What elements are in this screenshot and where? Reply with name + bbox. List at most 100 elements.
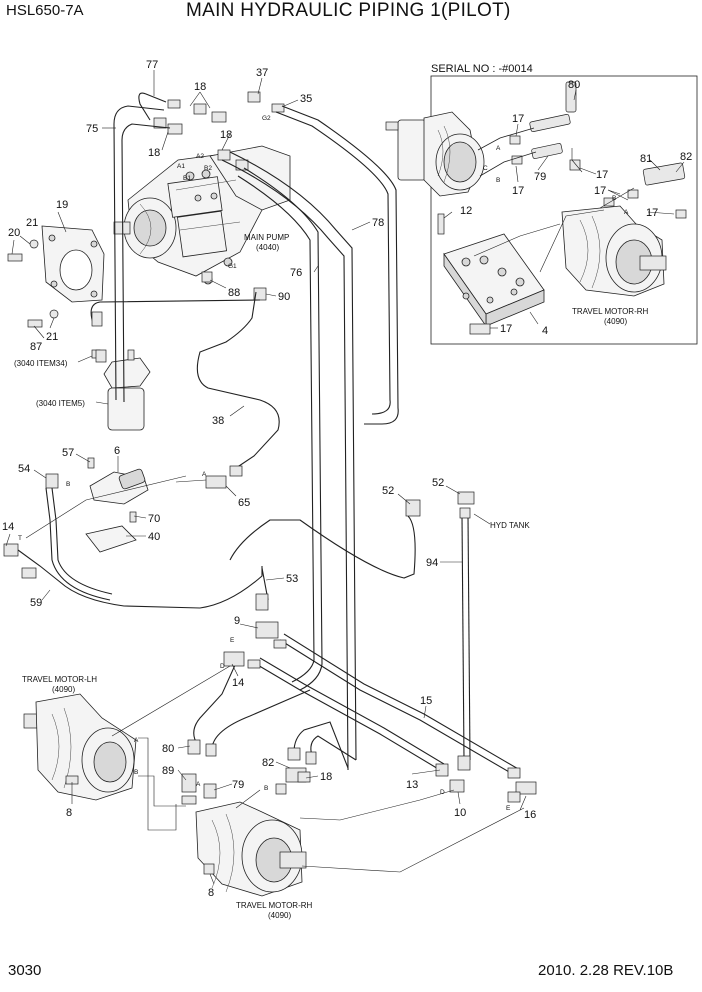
callout-12: 12 [460, 205, 472, 217]
item5-label: (3040 ITEM5) [36, 399, 85, 408]
callout-57: 57 [62, 447, 74, 459]
pump-fittings [153, 91, 285, 301]
rh-port-b: B [264, 785, 268, 792]
washer-21b [49, 309, 59, 319]
pipe-fittings [3, 311, 537, 805]
hyd-tank-label: HYD TANK [490, 521, 530, 530]
inset-port-a: A [496, 145, 501, 152]
callout-79a: 79 [232, 779, 244, 791]
inset-hose-b [479, 151, 537, 177]
callout-17a: 17 [512, 113, 524, 125]
travel-motor-rh [195, 801, 307, 897]
rh-lead-to-79 [235, 789, 261, 809]
inset-manifold-block [437, 213, 545, 335]
valve-drain-line [25, 475, 187, 539]
valve-port-a [175, 479, 207, 483]
callout-8a: 8 [66, 807, 72, 819]
callout-10: 10 [454, 807, 466, 819]
page-title: MAIN HYDRAULIC PIPING 1(PILOT) [186, 0, 511, 21]
callout-82b: 82 [680, 151, 692, 163]
main-pump-label: MAIN PUMP [244, 233, 289, 242]
callout-37: 37 [256, 67, 268, 79]
travel-motor-lh [23, 693, 137, 801]
pump-bracket [41, 225, 105, 303]
port-b1: B1 [183, 175, 191, 182]
inset-fittings [509, 81, 687, 219]
bolt-87 [27, 319, 43, 328]
callout-40: 40 [148, 531, 160, 543]
callout-79b: 79 [534, 171, 546, 183]
callout-89: 89 [162, 765, 174, 777]
callout-17e: 17 [646, 207, 658, 219]
washer-21 [29, 239, 39, 249]
item34-label: (3040 ITEM34) [14, 359, 68, 368]
callout-18d: 18 [320, 771, 332, 783]
travel-motor-rh-ref: (4090) [268, 911, 291, 920]
valve-bracket [85, 525, 137, 553]
callout-52a: 52 [382, 485, 394, 497]
lh-port-line-b [138, 775, 186, 807]
rh-port-a: A [196, 781, 201, 788]
callout-6: 6 [114, 445, 120, 457]
callout-77: 77 [146, 59, 158, 71]
callout-59: 59 [30, 597, 42, 609]
valve-port-b-label: B [66, 481, 70, 488]
valve-port-a-label: A [202, 471, 207, 478]
port-e-label: E [230, 637, 235, 644]
rh-port-line-d [299, 789, 455, 821]
inset-hose-a [477, 127, 535, 151]
callout-14a: 14 [2, 521, 14, 533]
callout-4: 4 [542, 325, 548, 337]
callout-52b: 52 [432, 477, 444, 489]
inset-port-c: C [483, 165, 488, 172]
lh-port-a: A [134, 737, 139, 744]
pilot-pipes [17, 92, 521, 777]
port-g1: G1 [228, 263, 237, 270]
callout-18c: 18 [220, 129, 232, 141]
inset-lead-1 [473, 223, 561, 257]
callout-17b: 17 [512, 185, 524, 197]
lh-lead-to-14 [111, 665, 231, 737]
main-pump [113, 145, 291, 285]
leader-lines [5, 70, 685, 885]
callout-87: 87 [30, 341, 42, 353]
travel-motor-lh-ref: (4090) [52, 685, 75, 694]
callout-15: 15 [420, 695, 432, 707]
solenoid-valve [87, 457, 149, 523]
inset-port-b: B [496, 177, 500, 184]
port-d10: D [440, 789, 445, 796]
inset-lead-3 [599, 187, 635, 209]
main-pump-ref: (4040) [256, 243, 279, 252]
callout-18a: 18 [194, 81, 206, 93]
serial-inset-box [430, 75, 698, 345]
callout-21b: 21 [46, 331, 58, 343]
callout-14b: 14 [232, 677, 244, 689]
bolt-20 [7, 253, 23, 262]
callout-9: 9 [234, 615, 240, 627]
callout-19: 19 [56, 199, 68, 211]
callout-78: 78 [372, 217, 384, 229]
callout-8b: 8 [208, 887, 214, 899]
callout-38: 38 [212, 415, 224, 427]
callout-70: 70 [148, 513, 160, 525]
callout-18b: 18 [148, 147, 160, 159]
revision-date: 2010. 2.28 REV.10B [538, 962, 674, 979]
callout-65: 65 [238, 497, 250, 509]
callout-82a: 82 [262, 757, 274, 769]
callout-17d: 17 [594, 185, 606, 197]
callout-76: 76 [290, 267, 302, 279]
callout-20: 20 [8, 227, 20, 239]
callout-90: 90 [278, 291, 290, 303]
callout-94: 94 [426, 557, 438, 569]
callout-35: 35 [300, 93, 312, 105]
port-g2: G2 [262, 115, 271, 122]
callout-75: 75 [86, 123, 98, 135]
port-e16: E [506, 805, 511, 812]
inset-lead-2 [539, 209, 605, 273]
serial-number-label: SERIAL NO : -#0014 [431, 63, 533, 75]
callout-21a: 21 [26, 217, 38, 229]
port-a1: A1 [177, 163, 185, 170]
callout-16: 16 [524, 809, 536, 821]
